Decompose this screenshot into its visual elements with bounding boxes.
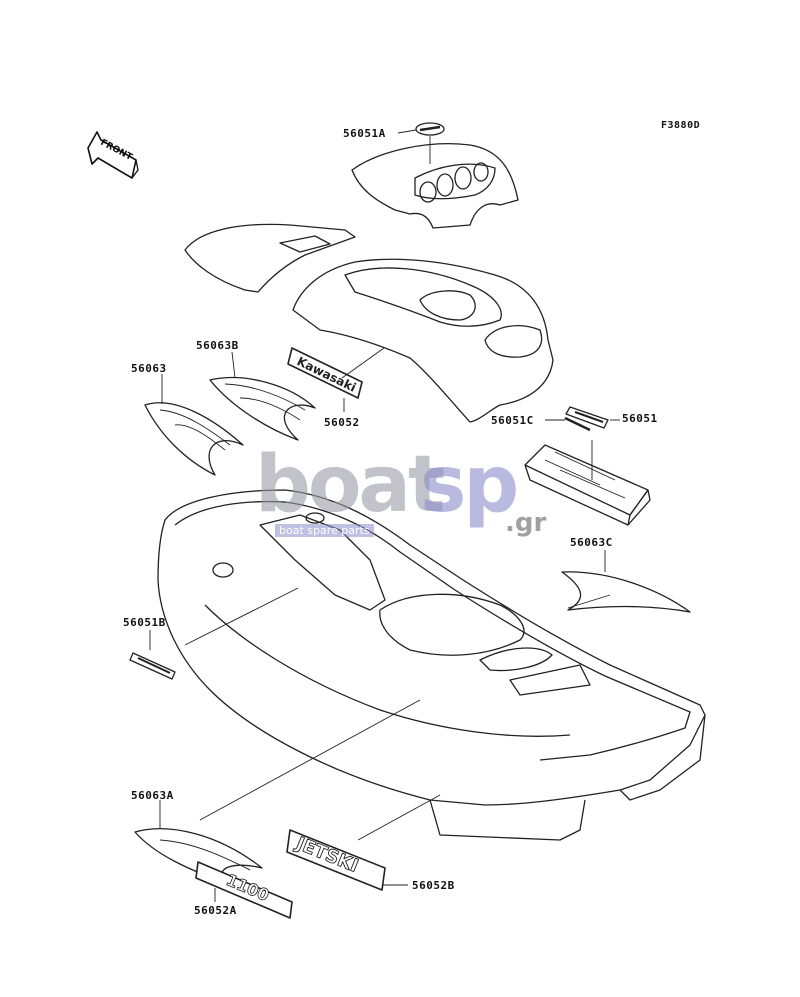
jetski-decal-56052b: JETSKI <box>286 829 386 891</box>
kawasaki-decal-56052: Kawasaki <box>287 347 363 399</box>
jetski-decal-text: JETSKI <box>291 832 361 877</box>
callout-56052a: 56052A <box>194 904 237 917</box>
callout-56051b: 56051B <box>123 616 166 629</box>
emblem-56051 <box>565 406 609 429</box>
seat-cover <box>184 223 356 293</box>
upper-deck <box>292 258 554 423</box>
kawasaki-decal-text: Kawasaki <box>295 354 359 395</box>
emblem-56051c <box>564 416 591 432</box>
front-arrow-icon: FRONT <box>87 131 139 179</box>
handlebar-cover <box>351 143 519 229</box>
callout-56051: 56051 <box>622 412 658 425</box>
stripe-decal-56063c <box>561 571 691 613</box>
leader-lines <box>149 129 620 902</box>
emblem-56051a <box>415 122 445 136</box>
watermark-gr: .gr <box>505 508 547 538</box>
callout-56063c: 56063C <box>570 536 613 549</box>
emblem-56051b <box>129 652 176 680</box>
stripe-decal-56063b <box>209 377 316 441</box>
callout-56052: 56052 <box>324 416 360 429</box>
watermark-boat: boat <box>255 440 445 530</box>
callout-56052b: 56052B <box>412 879 455 892</box>
callout-56063a: 56063A <box>131 789 174 802</box>
callout-56051a: 56051A <box>343 127 386 140</box>
stripe-decal-56063 <box>144 402 244 476</box>
callout-56063b: 56063B <box>196 339 239 352</box>
storage-box <box>524 444 651 526</box>
stripe-decal-56063a <box>134 828 263 886</box>
watermark-sp: sp <box>420 440 519 530</box>
callout-56063: 56063 <box>131 362 167 375</box>
callout-56051c: 56051C <box>491 414 534 427</box>
figure-code: F3880D <box>661 120 701 131</box>
watermark-tagline: boat spare parts <box>275 524 374 537</box>
hull <box>157 489 706 841</box>
